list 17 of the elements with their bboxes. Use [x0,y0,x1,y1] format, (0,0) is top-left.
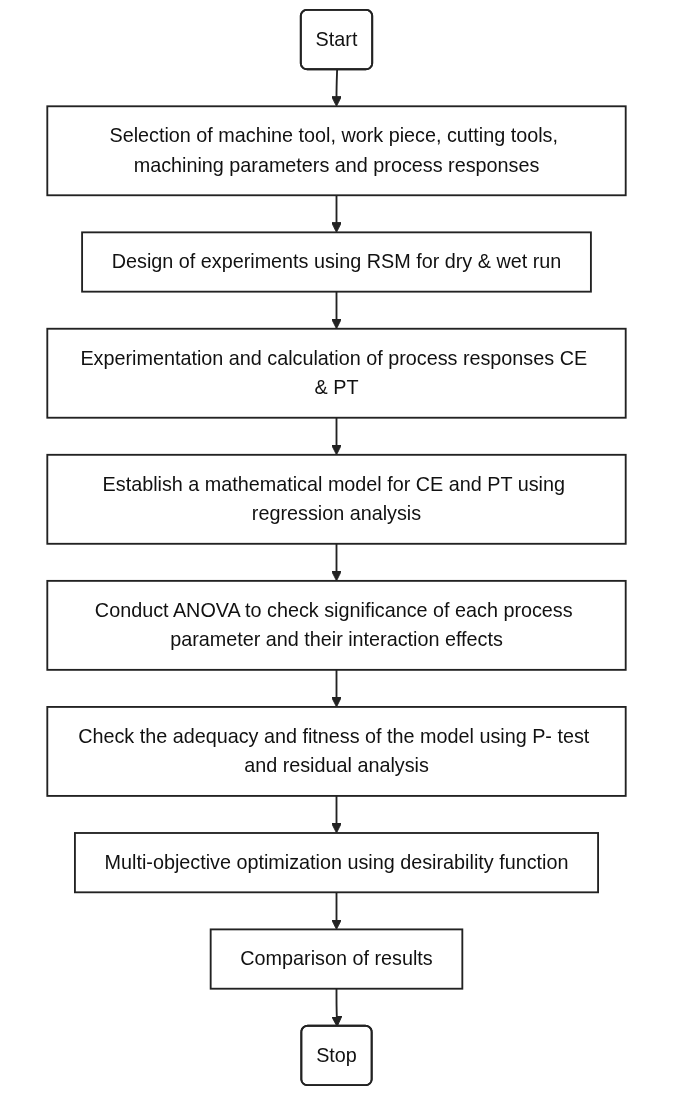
node-box: Conduct ANOVA to check significance of each process parameter and their interaction effects [46,579,627,671]
arrow [331,290,342,330]
arrow [331,194,342,233]
arrow [331,68,342,107]
node-box: Design of experiments using RSM for dry & wet run [81,231,592,293]
arrow [331,987,343,1027]
node-box: Multi-objective optimization using desirability function [74,832,599,894]
node-box: Establish a mathematical model for CE and PT using regression analysis [46,453,627,545]
arrow [331,416,342,456]
node-box: Comparison of results [209,928,464,990]
arrow [331,891,342,930]
arrow [331,668,342,708]
arrow [331,542,342,582]
node-box: Selection of machine tool, work piece, cutting tools, machining parameters and process responses [46,105,627,197]
arrow [331,795,342,834]
node-box: Check the adequacy and fitness of the model using P- test and residual analysis [46,706,627,797]
node-box: Experimentation and calculation of process responses CE & PT [46,327,627,419]
